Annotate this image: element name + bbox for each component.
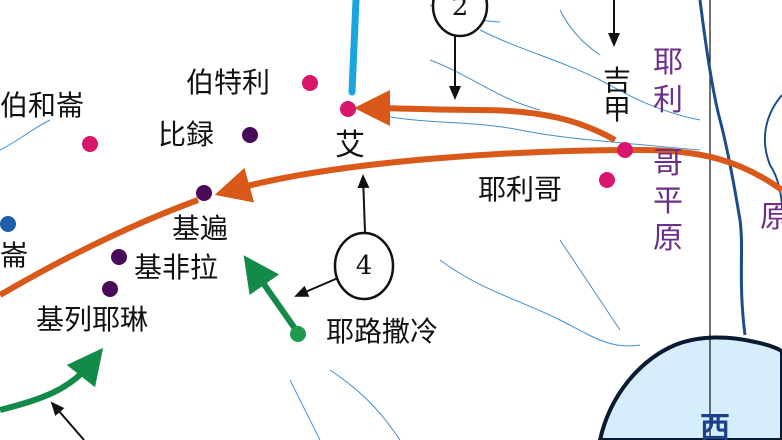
region-char: 哥: [653, 146, 683, 181]
region-char: 利: [653, 82, 683, 118]
route-gilgal-to-ai: [354, 90, 617, 143]
label-boteli: 伯特利: [186, 66, 271, 99]
route-green-southwest: [0, 347, 104, 413]
wadi-lines: [0, 4, 701, 440]
region-char: 原: [653, 221, 683, 256]
route-gibeon-west: [0, 197, 200, 298]
label-ai: 艾: [335, 128, 365, 163]
label-jifeila: 基非拉: [134, 251, 219, 284]
label-jijia: 吉甲: [602, 64, 631, 127]
region-jericho-plain: 耶 利 哥 平 原: [648, 44, 688, 258]
pointer-arrows: [50, 0, 620, 440]
label-jilieyelin: 基列耶琳: [36, 303, 149, 336]
city-dot-jibian: [196, 185, 212, 201]
route-jerusalem-to-gibeon: [243, 255, 299, 332]
label-bilu: 比録: [158, 118, 215, 151]
city-dot-ai: [340, 101, 356, 117]
marker-4-circle: [333, 231, 395, 301]
region-char: 耶: [653, 45, 683, 80]
city-dot-jijia: [617, 142, 633, 158]
label-yelusaleng: 耶路撒冷: [326, 315, 439, 348]
sea-label-partial: 西: [700, 411, 730, 440]
marker-2-circle: [431, 0, 489, 38]
city-dot-yelusaleng: [290, 326, 306, 342]
label-bohelun: 伯和崙: [0, 89, 85, 122]
label-yeligo: 耶利哥: [478, 173, 563, 206]
city-dot-yeligo: [599, 172, 615, 188]
city-dot-bohelun: [82, 136, 98, 152]
blue-route: [348, 0, 360, 96]
route-jericho-to-gibeon: [214, 146, 782, 203]
city-dot-lun: [0, 216, 16, 232]
river-right-2: [763, 94, 782, 211]
region-char: 平: [653, 183, 683, 219]
marker-2-number: 2: [451, 0, 469, 22]
region-right-partial: 原: [760, 200, 782, 235]
marker-4-number: 4: [355, 251, 373, 281]
city-dot-boteli: [302, 75, 318, 91]
label-lun-partial: 崙: [0, 239, 29, 272]
city-dot-jifeila: [111, 249, 127, 265]
city-dot-jilieyelin: [102, 281, 118, 297]
dead-sea: [597, 335, 782, 440]
label-jibian: 基遍: [172, 212, 229, 245]
city-dot-bilu: [242, 127, 258, 143]
